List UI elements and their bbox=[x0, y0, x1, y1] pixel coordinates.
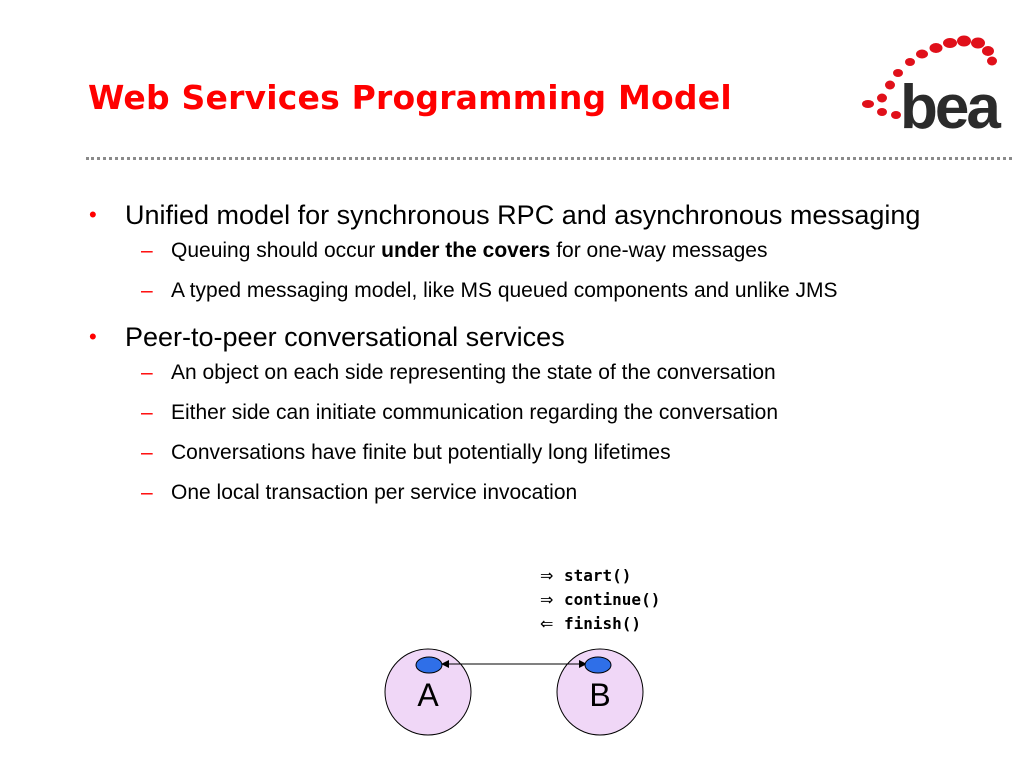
bullet-text: Peer-to-peer conversational services bbox=[125, 322, 565, 352]
node-b bbox=[556, 648, 644, 736]
sub-text: An object on each side representing the … bbox=[171, 361, 776, 384]
sub-marker: – bbox=[141, 401, 153, 424]
sub-text: One local transaction per service invoca… bbox=[171, 481, 578, 504]
slide-title: Web Services Programming Model bbox=[88, 78, 732, 117]
sub-list: – An object on each side representing th… bbox=[86, 360, 986, 506]
sub-text-bold: under the covers bbox=[381, 239, 551, 262]
left-arrow-icon: ⇐ bbox=[540, 614, 554, 633]
bullet-item: • Unified model for synchronous RPC and … bbox=[86, 196, 986, 234]
sub-text: Either side can initiate communication r… bbox=[171, 401, 779, 424]
sub-item: – One local transaction per service invo… bbox=[86, 480, 986, 506]
endpoint-b-dot bbox=[584, 656, 612, 674]
sub-list: – Queuing should occur under the covers … bbox=[86, 238, 986, 304]
bullet-marker: • bbox=[89, 202, 97, 227]
sub-marker: – bbox=[141, 279, 153, 302]
sub-text-before: Queuing should occur bbox=[171, 239, 382, 262]
bullet-item: • Peer-to-peer conversational services bbox=[86, 318, 986, 356]
sub-item: – Conversations have finite but potentia… bbox=[86, 440, 986, 466]
bullet-marker: • bbox=[89, 324, 97, 349]
bea-logo: bea bbox=[862, 35, 1004, 140]
conversation-diagram: A B bbox=[384, 648, 644, 736]
right-arrow-icon: ⇒ bbox=[540, 590, 554, 609]
sub-item: – Queuing should occur under the covers … bbox=[86, 238, 986, 264]
call-text: continue() bbox=[564, 590, 661, 609]
endpoint-a-dot bbox=[415, 656, 443, 674]
right-arrow-icon: ⇒ bbox=[540, 566, 554, 585]
sub-marker: – bbox=[141, 481, 153, 504]
node-a-label: A bbox=[417, 677, 439, 713]
sub-marker: – bbox=[141, 239, 153, 262]
sub-text: Conversations have finite but potentiall… bbox=[171, 441, 671, 464]
sub-item: – A typed messaging model, like MS queue… bbox=[86, 278, 986, 304]
call-finish: ⇐ finish() bbox=[540, 612, 660, 636]
node-a bbox=[384, 648, 472, 736]
sub-text: A typed messaging model, like MS queued … bbox=[171, 279, 838, 302]
logo-text: bea bbox=[900, 73, 1001, 140]
bullet-list: • Unified model for synchronous RPC and … bbox=[86, 196, 986, 520]
call-continue: ⇒ continue() bbox=[540, 588, 660, 612]
call-start: ⇒ start() bbox=[540, 564, 660, 588]
sub-item: – Either side can initiate communication… bbox=[86, 400, 986, 426]
conversation-calls: ⇒ start() ⇒ continue() ⇐ finish() bbox=[540, 564, 660, 636]
call-text: finish() bbox=[564, 614, 642, 633]
node-b-label: B bbox=[589, 677, 610, 713]
sub-marker: – bbox=[141, 361, 153, 384]
sub-marker: – bbox=[141, 441, 153, 464]
title-divider bbox=[86, 157, 1012, 160]
bullet-text: Unified model for synchronous RPC and as… bbox=[125, 200, 921, 230]
sub-item: – An object on each side representing th… bbox=[86, 360, 986, 386]
sub-text-after: for one-way messages bbox=[550, 239, 768, 262]
call-text: start() bbox=[564, 566, 632, 585]
